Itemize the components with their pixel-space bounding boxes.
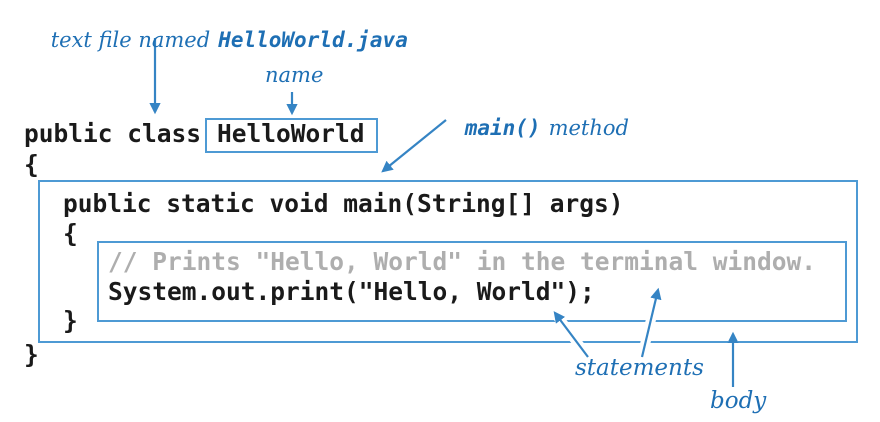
code-line-print-statement: System.out.print("Hello, World"); <box>108 277 595 306</box>
text-file-label: text file named HelloWorld.java <box>24 6 408 75</box>
class-name-highlight-box <box>205 118 378 153</box>
code-line-main-open-brace: { <box>63 219 78 248</box>
class-body-box <box>38 180 858 343</box>
text-file-label-prefix: text file named <box>50 28 211 53</box>
main-method-label: main() method <box>438 94 629 163</box>
main-method-label-suffix: method <box>548 116 629 141</box>
main-method-arrow <box>381 119 447 173</box>
body-label: body <box>710 388 767 414</box>
code-line-main-close-brace: } <box>63 306 78 335</box>
code-line-class-close-brace: } <box>24 340 39 369</box>
code-class-name: HelloWorld <box>217 119 365 148</box>
code-line-class-declaration: public class <box>24 119 202 148</box>
statements-label: statements <box>575 355 704 381</box>
code-line-main-signature: public static void main(String[] args) <box>63 189 624 218</box>
statements-box <box>97 241 847 322</box>
name-label: name <box>265 63 324 87</box>
main-method-label-code: main() <box>464 116 541 141</box>
code-line-comment: // Prints "Hello, World" in the terminal… <box>108 247 817 276</box>
code-line-class-open-brace: { <box>24 150 39 179</box>
text-file-label-filename: HelloWorld.java <box>218 28 408 53</box>
